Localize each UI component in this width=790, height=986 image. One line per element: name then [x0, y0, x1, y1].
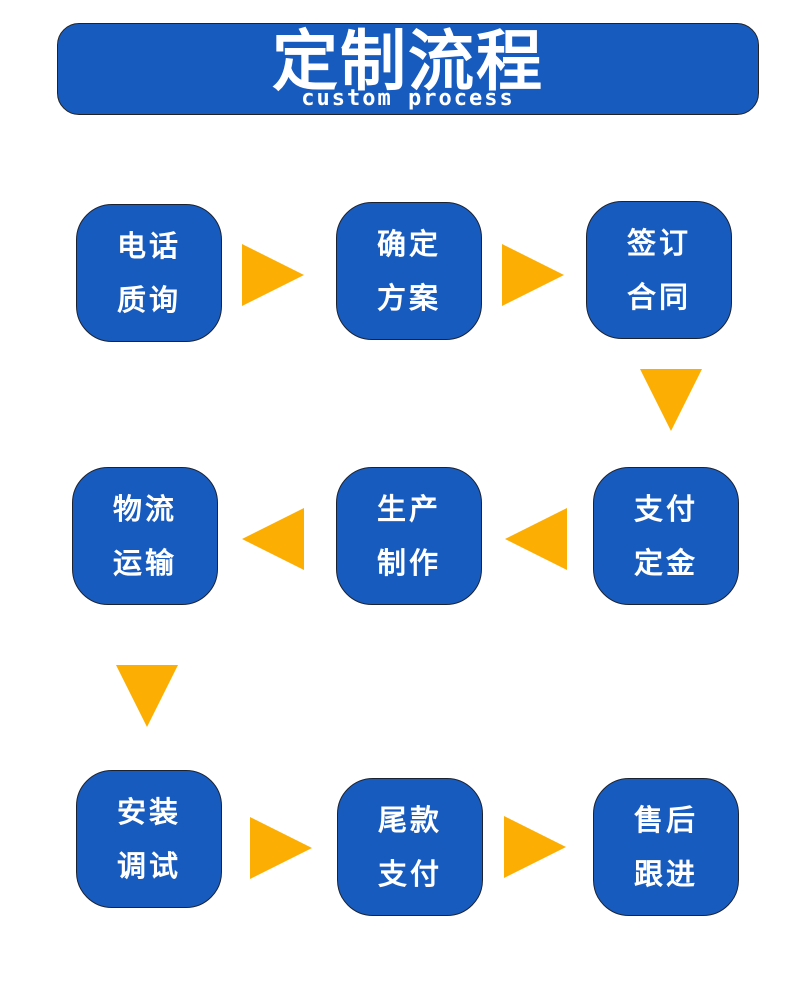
step-production: 生产 制作	[336, 467, 482, 605]
step-label-line2: 方案	[376, 281, 441, 315]
step-label-line2: 跟进	[633, 857, 698, 891]
step-phone-inquiry: 电话 质询	[76, 204, 222, 342]
process-header: 定制流程 custom process	[57, 23, 759, 115]
step-label-line2: 合同	[626, 280, 691, 314]
step-label-line1: 确定	[376, 227, 441, 261]
step-sign-contract: 签订 合同	[586, 201, 732, 339]
step-confirm-plan: 确定 方案	[336, 202, 482, 340]
step-label-line1: 支付	[633, 492, 698, 526]
step-logistics: 物流 运输	[72, 467, 218, 605]
step-label-line1: 物流	[112, 492, 177, 526]
step-final-payment: 尾款 支付	[337, 778, 483, 916]
arrow-left-icon	[505, 508, 567, 570]
step-label-line2: 定金	[633, 546, 698, 580]
step-installation: 安装 调试	[76, 770, 222, 908]
header-title: 定制流程	[272, 23, 544, 100]
step-label-line1: 电话	[116, 229, 181, 263]
arrow-right-icon	[250, 817, 312, 879]
arrow-right-icon	[504, 816, 566, 878]
arrow-left-icon	[242, 508, 304, 570]
arrow-right-icon	[502, 244, 564, 306]
step-label-line1: 签订	[626, 226, 691, 260]
step-after-sales: 售后 跟进	[593, 778, 739, 916]
step-pay-deposit: 支付 定金	[593, 467, 739, 605]
step-label-line1: 生产	[376, 492, 441, 526]
step-label-line2: 支付	[377, 857, 442, 891]
arrow-down-icon	[640, 369, 702, 431]
step-label-line1: 安装	[116, 795, 181, 829]
step-label-line2: 制作	[376, 546, 441, 580]
step-label-line2: 质询	[116, 283, 181, 317]
step-label-line2: 调试	[116, 849, 181, 883]
arrow-down-icon	[116, 665, 178, 727]
step-label-line2: 运输	[112, 546, 177, 580]
step-label-line1: 尾款	[377, 803, 442, 837]
header-subtitle: custom process	[301, 86, 515, 111]
arrow-right-icon	[242, 244, 304, 306]
step-label-line1: 售后	[633, 803, 698, 837]
